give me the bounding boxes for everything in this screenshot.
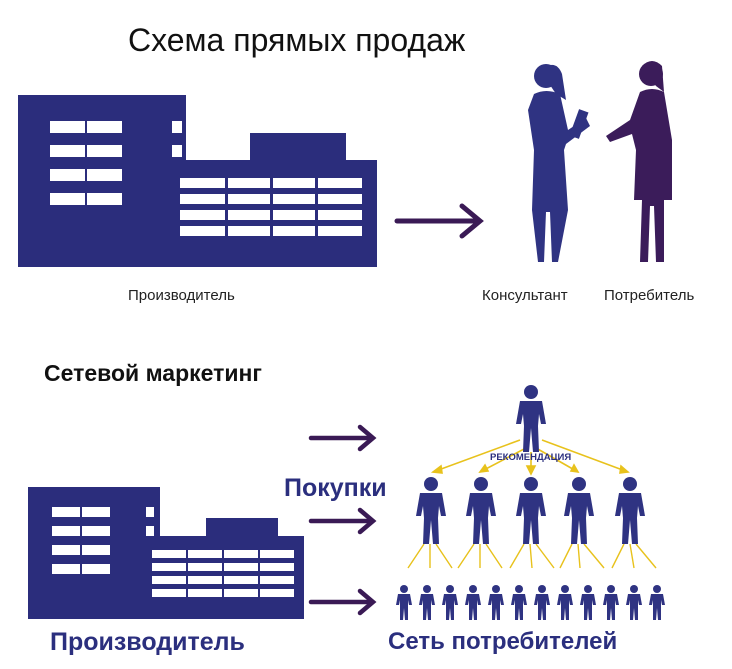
consumer-label: Потребитель — [604, 287, 695, 304]
arrow-to-bottom-level — [308, 588, 377, 616]
recommendation-label: РЕКОМЕНДАЦИЯ — [490, 452, 572, 463]
consultant-figure — [528, 64, 590, 262]
network-producer-label: Производитель — [50, 628, 245, 656]
network-bottom-row — [396, 585, 665, 620]
arrow-producer-to-consultant — [394, 203, 484, 239]
purchases-label: Покупки — [284, 474, 387, 502]
factory-window-mullions-top — [85, 119, 318, 238]
network-middle-row — [416, 477, 645, 544]
consumer-network-label: Сеть потребителей — [388, 628, 618, 655]
direct-producer-label: Производитель — [128, 287, 235, 304]
factory-window-mullions-bottom — [80, 505, 260, 599]
network-marketing-title: Сетевой маркетинг — [44, 360, 262, 386]
network-leader-figure — [516, 385, 546, 452]
arrow-to-top-level — [308, 424, 377, 452]
arrow-to-middle-level — [308, 507, 377, 535]
recommendation-connectors-lower — [407, 543, 657, 569]
consumer-figure — [606, 61, 672, 262]
consultant-label: Консультант — [482, 287, 568, 304]
direct-sales-title: Схема прямых продаж — [128, 22, 466, 58]
recommendation-connectors-top — [430, 439, 630, 476]
